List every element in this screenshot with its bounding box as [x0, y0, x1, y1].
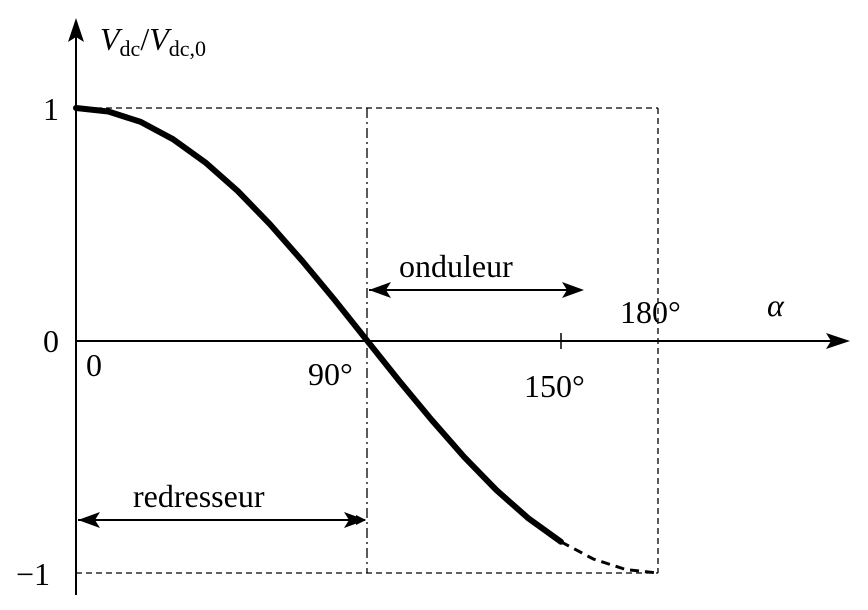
x-axis-label: α: [767, 287, 785, 323]
y-axis-arrow-icon: [68, 18, 84, 42]
x-tick-label-180: 180°: [620, 294, 681, 330]
onduleur-label: onduleur: [399, 248, 513, 284]
x-tick-label-90: 90°: [308, 356, 353, 392]
onduleur-arrow-right-icon: [562, 282, 584, 298]
x-tick-label-150: 150°: [524, 368, 585, 404]
y-tick-label-minus1: −1: [16, 556, 50, 592]
x-axis-arrow-icon: [826, 333, 850, 349]
y-axis-label: Vdc/Vdc,0: [100, 21, 206, 61]
series-dashed-line: [560, 540, 659, 575]
onduleur-arrow-left-icon: [369, 282, 391, 298]
redresseur-label: redresseur: [133, 478, 265, 514]
x-tick-label-0: 0: [86, 347, 102, 383]
redresseur-arrow-right-icon: [344, 512, 366, 528]
redresseur-arrow-left-icon: [78, 512, 100, 528]
series-solid-line: [73, 105, 564, 545]
y-tick-label-0: 0: [43, 323, 59, 359]
y-tick-label-1: 1: [43, 91, 59, 127]
